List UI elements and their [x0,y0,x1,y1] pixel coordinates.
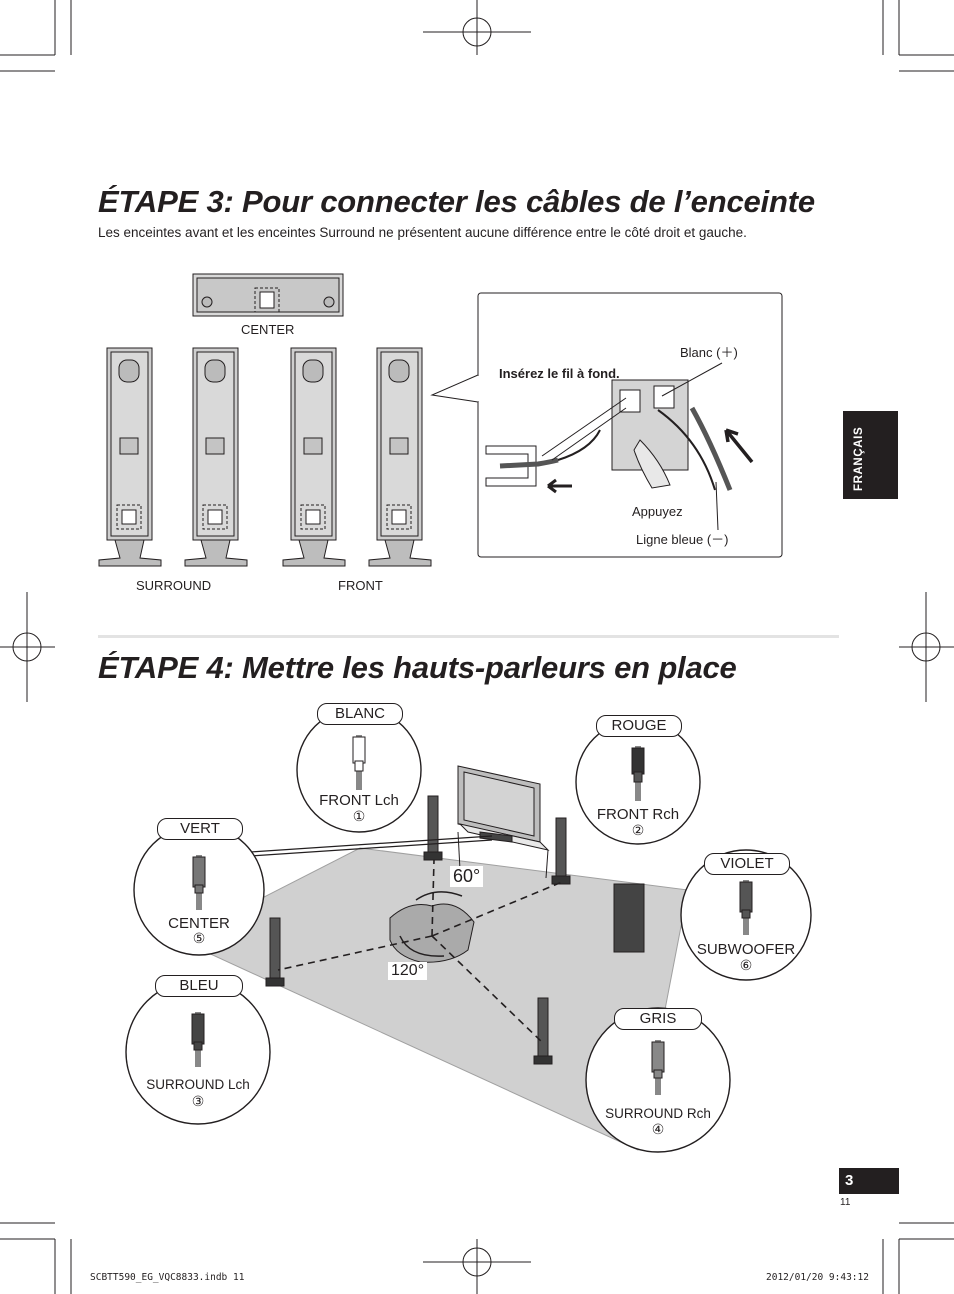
pill-rouge: ROUGE [596,715,682,737]
label-front: FRONT [338,578,383,593]
step4-title: ÉTAPE 4: Mettre les hauts-parleurs en pl… [98,650,737,685]
connection-detail-illustration [430,292,783,558]
label-blue-minus: Ligne bleue (－) [636,532,729,547]
section-divider [98,635,839,638]
language-tab: FRANÇAIS [843,411,898,499]
step3-intro: Les enceintes avant et les enceintes Sur… [98,225,747,240]
step3-title: ÉTAPE 3: Pour connecter les câbles de l’… [98,184,815,219]
speaker-name-surround-rch: SURROUND Rch [605,1106,711,1121]
speaker-name-surround-lch: SURROUND Lch [146,1077,250,1092]
speaker-num-4: ④ [651,1121,665,1137]
page-number: 3 [845,1172,854,1189]
footer-timestamp: 2012/01/20 9:43:12 [766,1272,869,1283]
speaker-name-center: CENTER [168,915,230,932]
speaker-num-2: ② [631,822,645,838]
speaker-name-front-lch: FRONT Lch [319,792,399,809]
angle-120-label: 120° [388,962,428,980]
footer-file: SCBTT590_EG_VQC8833.indb 11 [90,1272,245,1283]
label-white-plus: Blanc (＋) [680,345,738,360]
pill-vert: VERT [157,818,243,840]
pill-bleu: BLEU [155,975,243,997]
pill-violet: VIOLET [704,853,790,875]
label-surround: SURROUND [136,578,212,593]
pill-blanc: BLANC [317,703,403,725]
speakers-rear-illustration [98,273,432,567]
speaker-name-subwoofer: SUBWOOFER [696,941,796,958]
speaker-num-3: ③ [191,1093,205,1109]
label-center: CENTER [241,322,295,337]
angle-60-label: 60° [450,866,484,887]
speaker-num-6: ⑥ [739,957,753,973]
room-layout-illustration [178,765,689,1151]
pill-gris: GRIS [614,1008,702,1030]
label-press: Appuyez [632,504,683,519]
page-number-box: 3 [839,1168,899,1194]
speaker-num-1: ① [352,808,366,824]
page-subnumber: 11 [840,1197,851,1208]
speaker-name-front-rch: FRONT Rch [596,806,680,823]
speaker-num-5: ⑤ [192,930,206,946]
label-insert-wire: Insérez le fil à fond. [499,366,620,381]
